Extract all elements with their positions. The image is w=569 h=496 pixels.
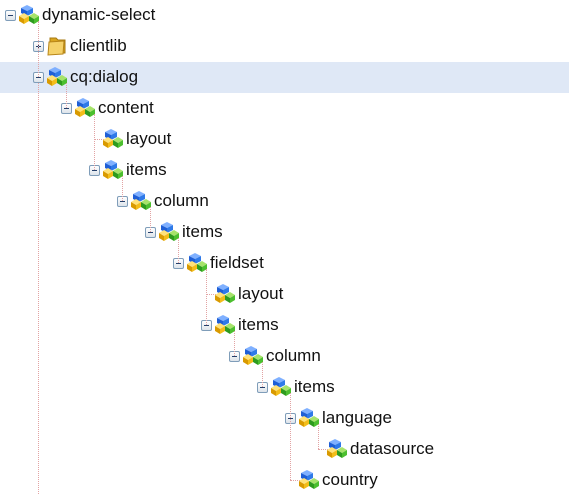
tree-node-label: items [238,315,279,334]
tree-node-label: country [322,470,378,489]
tree-node-label: cq:dialog [70,67,139,86]
tree-node-column[interactable]: column [0,186,569,217]
tree-node-items[interactable]: items [0,372,569,403]
node-cubes-icon [242,345,264,367]
tree-node-clientlib[interactable]: clientlib [0,31,569,62]
folder-icon [46,35,68,57]
tree-connector [66,83,67,108]
tree-node-datasource[interactable]: datasource [0,434,569,465]
tree-connector [262,362,263,387]
node-cubes-icon [158,221,180,243]
tree-node-label: language [322,408,392,427]
tree-node-label: clientlib [70,36,127,55]
node-cubes-icon [186,252,208,274]
node-cubes-icon [46,66,68,88]
tree-connector [234,331,235,356]
tree-node-items[interactable]: items [0,217,569,248]
tree-connector [150,207,151,232]
tree-node-language[interactable]: language [0,403,569,434]
tree-node-label: column [154,191,209,210]
tree-connector [38,83,39,494]
tree-node-cq-dialog[interactable]: cq:dialog [0,62,569,93]
node-cubes-icon [102,159,124,181]
tree-node-label: dynamic-select [42,5,156,24]
node-cubes-icon [298,407,320,429]
tree-node-label: layout [238,284,284,303]
tree-connector [206,294,218,295]
node-cubes-icon [18,4,40,26]
tree-node-label: column [266,346,321,365]
node-cubes-icon [326,438,348,460]
tree-node-fieldset[interactable]: fieldset [0,248,569,279]
node-cubes-icon [214,314,236,336]
tree-node-items[interactable]: items [0,310,569,341]
tree-connector [206,269,207,325]
node-cubes-icon [102,128,124,150]
tree-node-column[interactable]: column [0,341,569,372]
tree-node-dynamic-select[interactable]: dynamic-select [0,0,569,31]
tree-connector [290,393,291,480]
collapse-toggle-icon[interactable] [5,10,16,21]
node-cubes-icon [214,283,236,305]
tree-node-label: items [182,222,223,241]
tree-connector [94,139,106,140]
node-cubes-icon [298,469,320,491]
tree-connector [178,238,179,263]
tree-connector [94,114,95,170]
tree-node-label: datasource [350,439,435,458]
node-cubes-icon [270,376,292,398]
tree-node-label: content [98,98,154,117]
tree-node-layout[interactable]: layout [0,124,569,155]
tree-node-country[interactable]: country [0,465,569,496]
tree-node-label: items [294,377,335,396]
tree-node-label: layout [126,129,172,148]
tree-node-content[interactable]: content [0,93,569,124]
node-cubes-icon [130,190,152,212]
tree-node-items[interactable]: items [0,155,569,186]
tree-node-layout[interactable]: layout [0,279,569,310]
tree-connector [122,176,123,201]
tree-connector [38,21,39,77]
tree-connector [318,449,330,450]
tree-connector [318,424,319,449]
node-cubes-icon [74,97,96,119]
tree-node-label: fieldset [210,253,264,272]
tree-node-label: items [126,160,167,179]
tree-connector [290,480,302,481]
